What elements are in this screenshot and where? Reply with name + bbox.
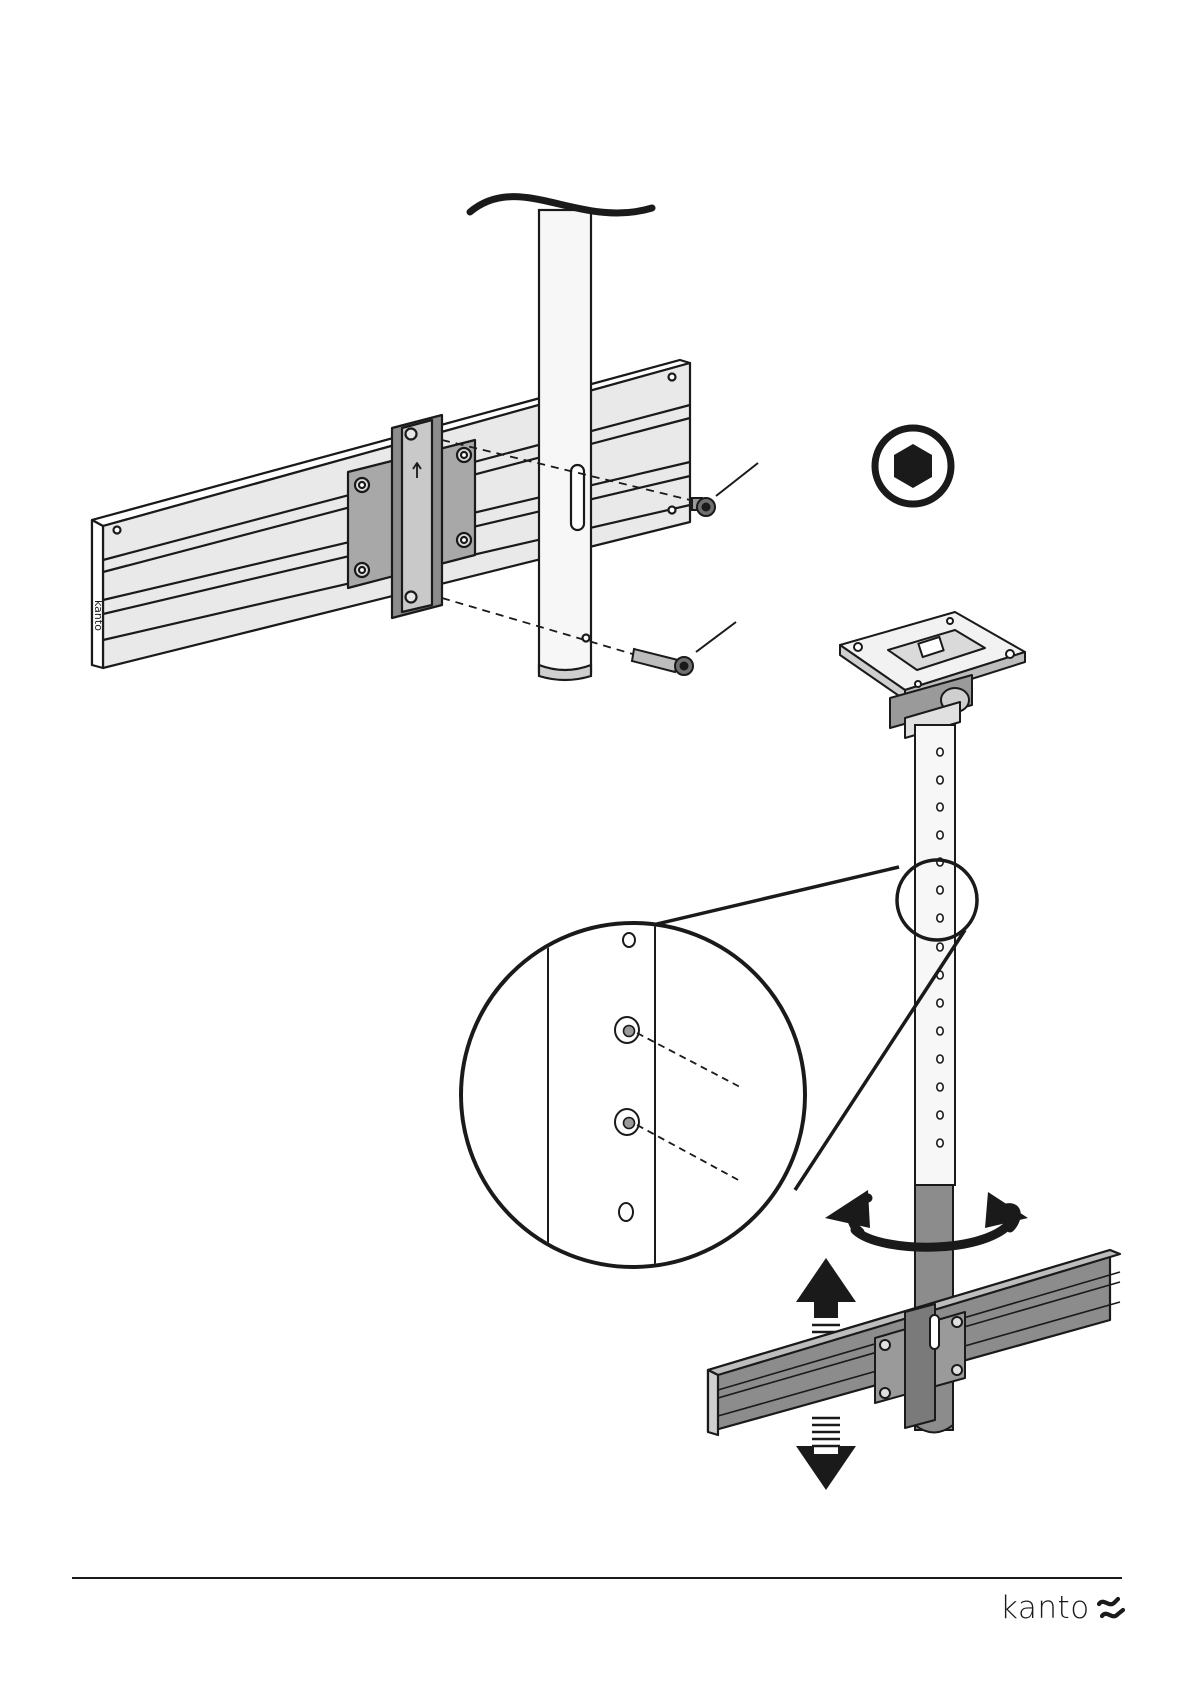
rail-embossed-brand: kanto — [92, 600, 105, 631]
footer-rule — [72, 1577, 1122, 1579]
short-screw-leader — [716, 463, 758, 496]
pole-adjustment-holes — [937, 748, 943, 1147]
short-screw — [692, 498, 715, 516]
upper-pole — [539, 210, 591, 680]
hex-key-icon — [875, 428, 951, 504]
magnified-detail — [461, 920, 805, 1270]
bracket-channel — [392, 415, 442, 618]
long-bolt-leader — [696, 622, 736, 652]
brand-logo: kanto — [1000, 1586, 1126, 1630]
long-bolt — [632, 649, 693, 675]
kanto-wave-logo-icon — [1096, 1593, 1126, 1623]
brand-wordmark: kanto — [1000, 1590, 1090, 1626]
